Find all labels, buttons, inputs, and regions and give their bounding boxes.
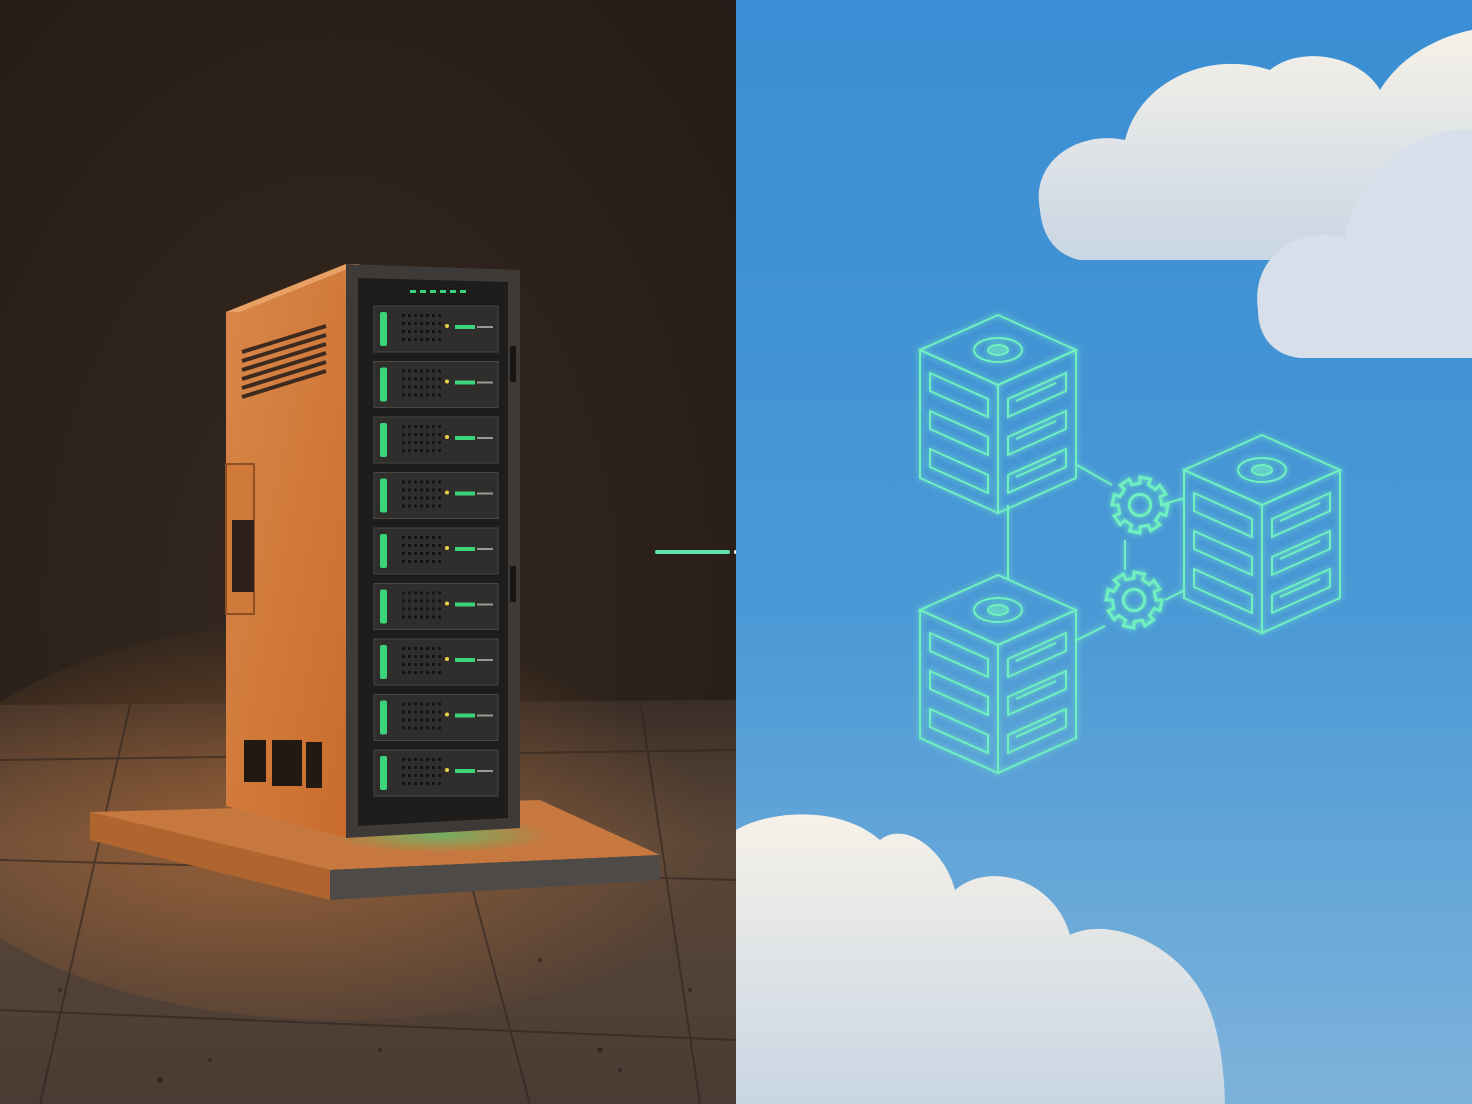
- drive-bay: [373, 305, 499, 353]
- on-premise-server-rack-icon: [225, 264, 520, 838]
- cloud-server-node-icon: [1181, 433, 1343, 635]
- drive-bay: [373, 638, 499, 686]
- network-links: [1007, 464, 1186, 641]
- drive-bay: [373, 749, 499, 797]
- drive-bay: [373, 694, 499, 741]
- drive-led: [380, 423, 387, 457]
- drive-bay: [373, 472, 499, 519]
- drive-led: [380, 589, 387, 624]
- drive-led: [380, 756, 387, 790]
- drive-led: [380, 700, 387, 735]
- floor-speckles: [58, 958, 692, 1083]
- gear-icon: [1104, 570, 1164, 630]
- cloud-server-node-icon: [917, 573, 1079, 775]
- cloud-server-node-icon: [917, 313, 1079, 515]
- drive-bay: [373, 527, 499, 575]
- drive-led: [380, 367, 387, 402]
- cloud-panel: [736, 0, 1472, 1104]
- drive-led: [380, 534, 387, 568]
- cloud-infrastructure-icon: [917, 313, 1343, 775]
- gear-icon: [1110, 475, 1170, 535]
- vent-slots: [241, 324, 327, 399]
- drive-bay: [373, 416, 499, 464]
- drive-bay: [373, 361, 499, 408]
- on-premise-panel: [0, 0, 819, 1104]
- drive-bay: [373, 583, 499, 630]
- status-led-strip: [410, 290, 466, 293]
- cloud-top-right: [1038, 30, 1472, 358]
- drive-bays: [373, 305, 499, 797]
- drive-led: [380, 645, 387, 679]
- drive-led: [380, 478, 387, 513]
- drive-led: [380, 312, 387, 346]
- cloud-bottom-left: [736, 814, 1225, 1104]
